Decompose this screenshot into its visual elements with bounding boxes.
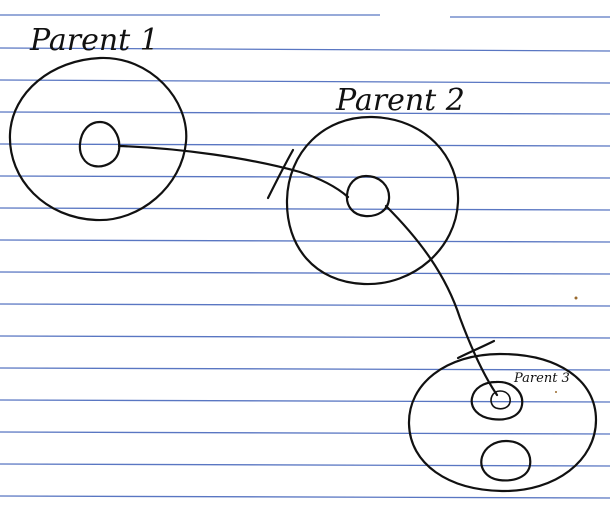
cut-mark-upper <box>266 148 295 200</box>
parent-3-cell <box>407 352 598 493</box>
parent-2-outer-circle <box>285 115 460 286</box>
ruled-lines <box>0 14 610 499</box>
parent-2-label: Parent 2 <box>335 83 465 118</box>
parent-2-nucleus <box>345 174 391 218</box>
parent-2-cell <box>285 115 460 286</box>
paper-speck <box>555 391 557 393</box>
parent-2-to-parent-3-line <box>384 204 499 397</box>
parent-1-cell <box>8 56 188 222</box>
parent-3-upper-nucleus <box>470 380 524 421</box>
parent-3-outer-circle <box>407 352 598 493</box>
parent-3-inner-ring <box>490 390 511 410</box>
parent-3-label: Parent 3 <box>513 371 570 386</box>
parent-3-lower-nucleus <box>480 439 532 482</box>
paper-speck <box>574 296 578 300</box>
parent-1-nucleus <box>78 120 121 168</box>
parent-1-label: Parent 1 <box>29 23 159 58</box>
parent-1-outer-circle <box>8 56 188 222</box>
parent-1-to-parent-2-line <box>117 144 350 199</box>
cut-mark-lower <box>456 339 496 360</box>
